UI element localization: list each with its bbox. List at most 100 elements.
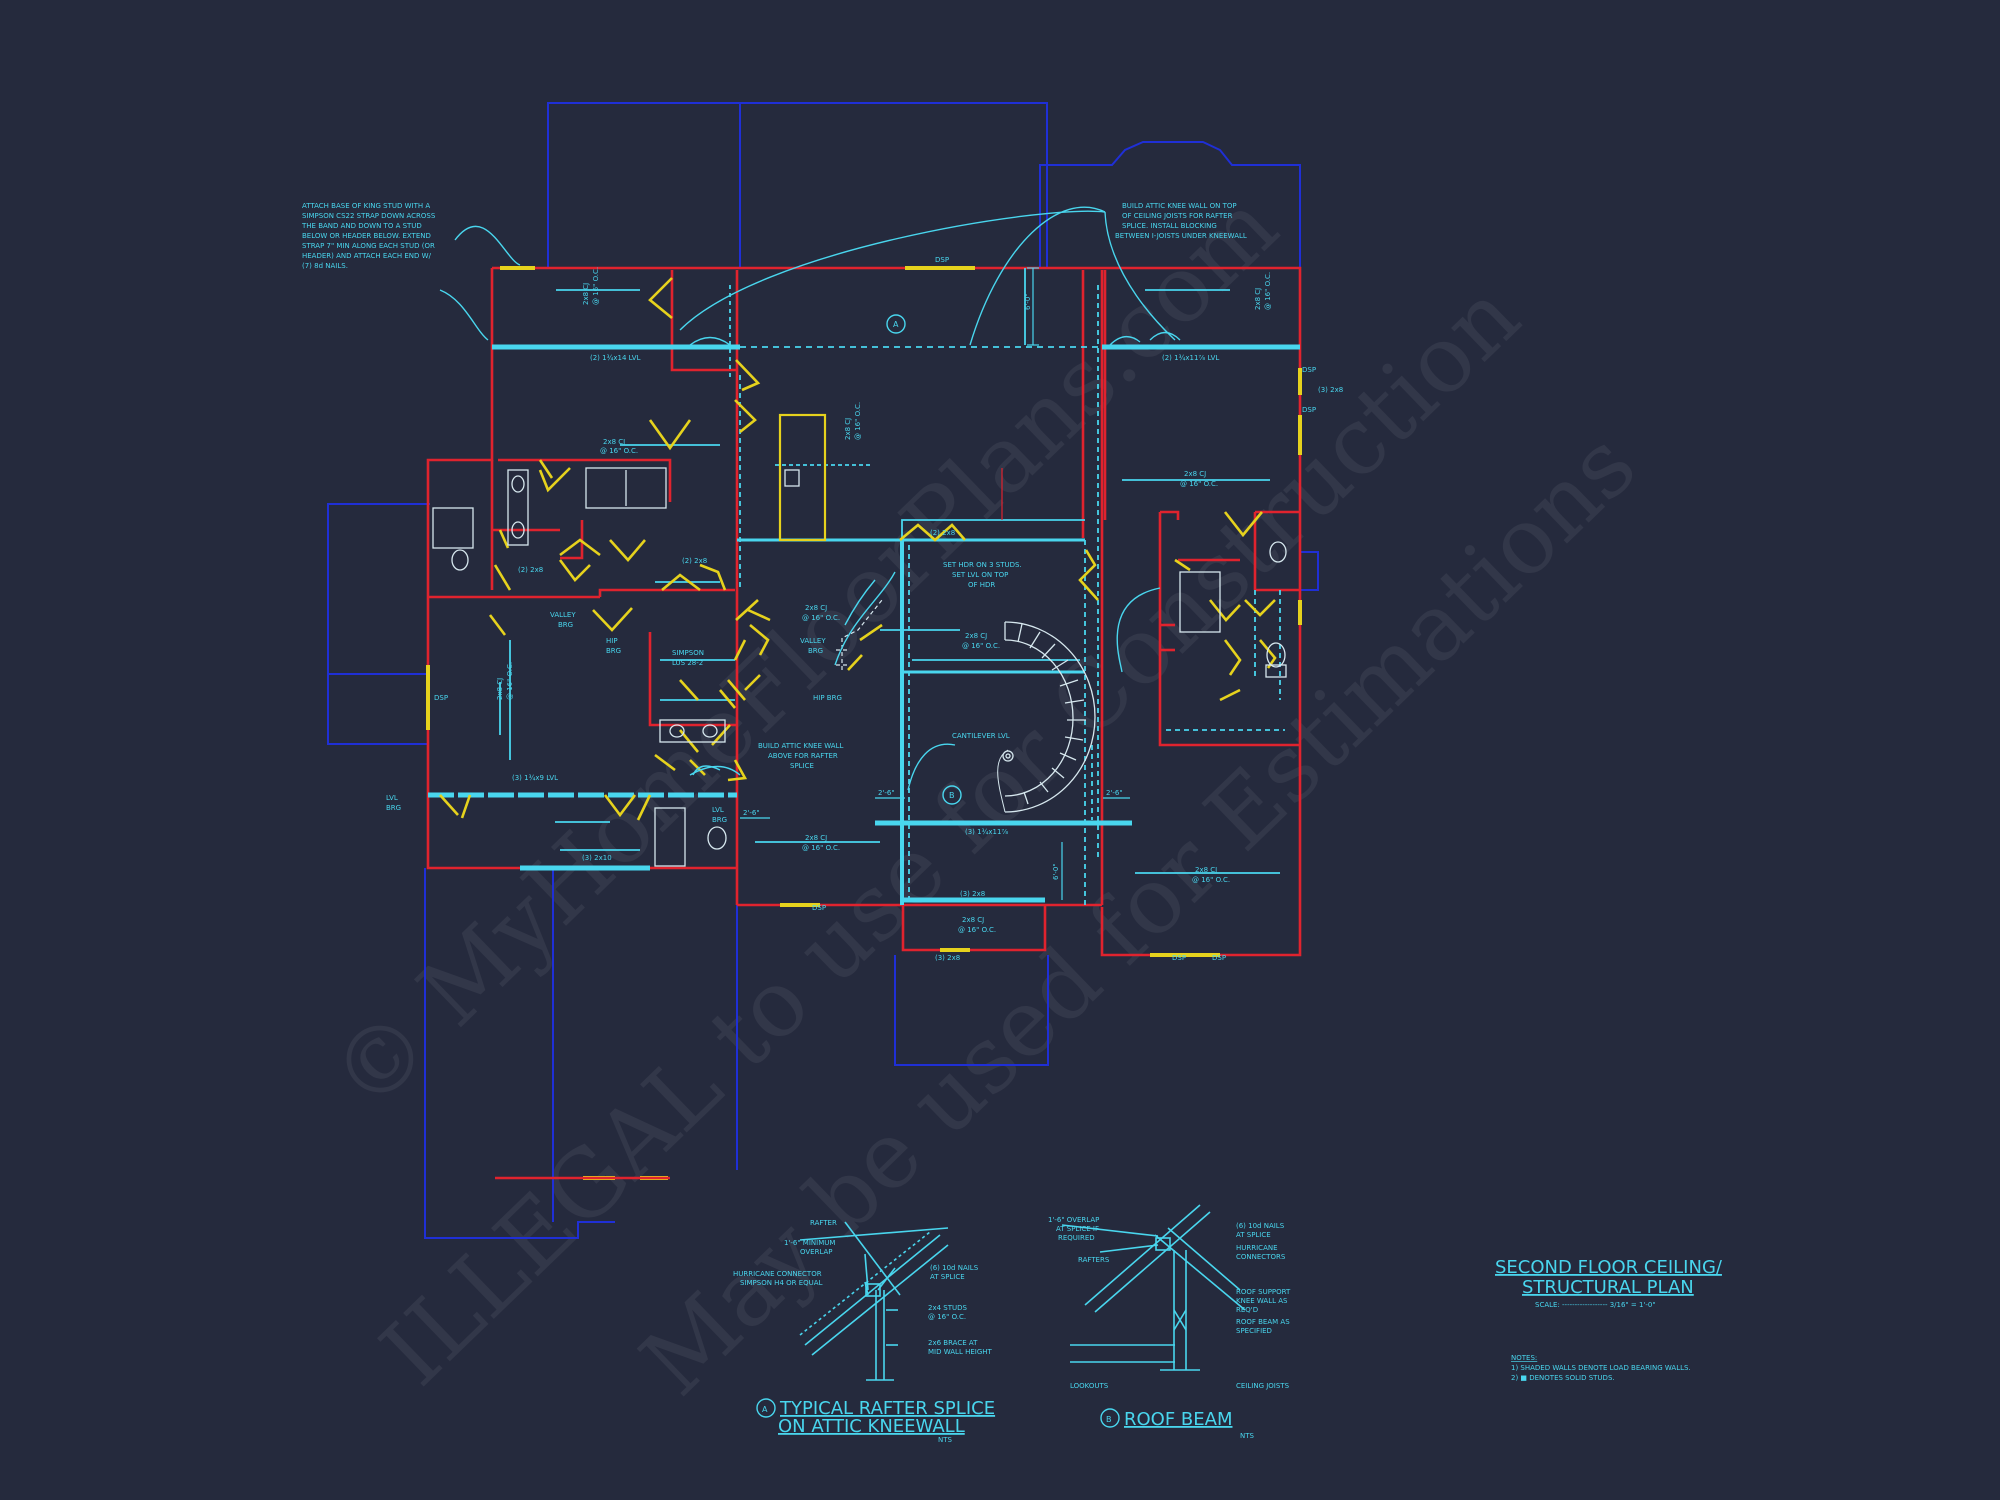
- title-line-2: STRUCTURAL PLAN: [1522, 1277, 1694, 1298]
- dim-1: 2'-6": [878, 789, 895, 797]
- detail-a-title-2: ON ATTIC KNEEWALL: [778, 1416, 965, 1437]
- lvl-brg-1b: BRG: [386, 804, 401, 812]
- splice-overlap-1: 1'-6" MINIMUM: [784, 1239, 835, 1247]
- roof-beam-joists: CEILING JOISTS: [1236, 1382, 1290, 1390]
- roof-beam-beam-1: ROOF BEAM AS: [1236, 1318, 1290, 1326]
- note-knee-wall-4: BETWEEN I-JOISTS UNDER KNEEWALL: [1115, 232, 1247, 240]
- detail-a-scale: NTS: [938, 1436, 953, 1444]
- cj-nw-vertical-oc: @ 16" O.C.: [592, 267, 600, 305]
- cj-east: 2x8 CJ: [1184, 470, 1206, 478]
- vanity: [507, 469, 529, 546]
- dsp-right-1: DSP: [1302, 366, 1316, 374]
- valley-brg-1b: BRG: [558, 621, 573, 629]
- dsp-right-2: DSP: [1302, 406, 1316, 414]
- splice-overlap-2: OVERLAP: [800, 1248, 833, 1256]
- roof-beam-beam-2: SPECIFIED: [1236, 1327, 1272, 1335]
- splice-nails-1: (6) 10d NAILS: [930, 1264, 979, 1272]
- roof-beam-overlap-2: AT SPLICE IF: [1056, 1225, 1099, 1233]
- beam-label-top-right: (2) 1¾x11⅞ LVL: [1162, 354, 1219, 362]
- detail-a-marker: A: [762, 1405, 768, 1414]
- dim-5: 6'-0": [1052, 863, 1060, 880]
- cj-ne-vertical-oc: @ 16" O.C.: [1264, 272, 1272, 310]
- cj-kitchen-vertical-oc: @ 16" O.C.: [854, 402, 862, 440]
- beam-label-mid-right: (3) 1¾x11⅞: [965, 828, 1008, 836]
- notes-item-1: 1) SHADED WALLS DENOTE LOAD BEARING WALL…: [1511, 1364, 1691, 1372]
- note-knee-above-2: ABOVE FOR RAFTER: [768, 752, 838, 760]
- detail-b-title: ROOF BEAM: [1124, 1409, 1232, 1430]
- note-king-stud-6: HEADER) AND ATTACH EACH END W/: [302, 252, 432, 260]
- cj-east-oc: @ 16" O.C.: [1180, 480, 1218, 488]
- roof-outline: [327, 102, 1319, 1239]
- section-markers: [886, 314, 962, 805]
- splice-hurricane-2: SIMPSON H4 OR EQUAL: [740, 1279, 823, 1287]
- cj-west-vertical-oc: @ 16" O.C.: [506, 662, 514, 700]
- splice-hurricane-1: HURRICANE CONNECTOR: [733, 1270, 822, 1278]
- roof-beam-hurricane-1: HURRICANE: [1236, 1244, 1278, 1252]
- note-knee-wall-2: OF CEILING JOISTS FOR RAFTER: [1122, 212, 1233, 220]
- hip-brg-1b: BRG: [606, 647, 621, 655]
- note-knee-wall-1: BUILD ATTIC KNEE WALL ON TOP: [1122, 202, 1237, 210]
- notes-item-2: 2) ■ DENOTES SOLID STUDS.: [1511, 1374, 1615, 1382]
- cj-se-oc: @ 16" O.C.: [1192, 876, 1230, 884]
- roof-beam-nails-2: AT SPLICE: [1236, 1231, 1271, 1239]
- note-king-stud-4: BELOW OR HEADER BELOW. EXTEND: [302, 232, 431, 240]
- dimension-lines: [740, 267, 1130, 900]
- valley-brg-1a: VALLEY: [550, 611, 576, 619]
- roof-beam-hurricane-2: CONNECTORS: [1236, 1253, 1286, 1261]
- cj-bay-oc: @ 16" O.C.: [958, 926, 996, 934]
- roof-beam-nails-1: (6) 10d NAILS: [1236, 1222, 1285, 1230]
- dsp-top: DSP: [935, 256, 949, 264]
- splice-studs-1: 2x4 STUDS: [928, 1304, 968, 1312]
- splice-studs-2: @ 16" O.C.: [928, 1313, 966, 1321]
- detail-b-scale: NTS: [1240, 1432, 1255, 1440]
- hip-brg-1a: HIP: [606, 637, 618, 645]
- lvl-brg-2a: LVL: [712, 806, 724, 814]
- note-knee-above-1: BUILD ATTIC KNEE WALL: [758, 742, 843, 750]
- dim-4: 6'-0": [1024, 293, 1032, 310]
- spiral-stair: [997, 621, 1096, 813]
- dim-3: 2'-6": [743, 809, 760, 817]
- title-line-1: SECOND FLOOR CEILING/: [1495, 1257, 1723, 1278]
- closet-shelves: [585, 467, 667, 509]
- cj-stair-oc: @ 16" O.C.: [962, 642, 1000, 650]
- splice-rafter: RAFTER: [810, 1219, 837, 1227]
- dim-2: 2'-6": [1106, 789, 1123, 797]
- note-knee-above-3: SPLICE: [790, 762, 814, 770]
- section-a-bubble: [886, 314, 906, 334]
- cj-se: 2x8 CJ: [1195, 866, 1217, 874]
- simpson-2: LUS 28-2: [672, 659, 703, 667]
- cj-bay: 2x8 CJ: [962, 916, 984, 924]
- tub-east: [1179, 571, 1221, 633]
- lvl-brg-1a: LVL: [386, 794, 398, 802]
- title-scale: SCALE: ------------------ 3/16" = 1'-0": [1535, 1301, 1656, 1309]
- roof-beam-support-1: ROOF SUPPORT: [1236, 1288, 1291, 1296]
- three-2x8-1: (3) 2x8: [1318, 386, 1343, 394]
- note-king-stud-1: ATTACH BASE OF KING STUD WITH A: [302, 202, 430, 210]
- note-king-stud-2: SIMPSON CS22 STRAP DOWN ACROSS: [302, 212, 436, 220]
- valley-brg-2a: VALLEY: [800, 637, 826, 645]
- roof-beam-rafters: RAFTERS: [1078, 1256, 1110, 1264]
- title-block: SECOND FLOOR CEILING/ STRUCTURAL PLAN SC…: [1495, 1257, 1723, 1382]
- two-2x8-1: (2) 2x8: [518, 566, 543, 574]
- three-2x10: (3) 2x10: [582, 854, 612, 862]
- cj-south-oc: @ 16" O.C.: [802, 844, 840, 852]
- leaders: [439, 206, 1181, 791]
- cj-hall: 2x8 CJ: [805, 604, 827, 612]
- roof-beam-lookouts: LOOKOUTS: [1070, 1382, 1109, 1390]
- detail-a-bubble: [756, 1398, 776, 1418]
- cj-nw: 2x8 CJ: [603, 438, 625, 446]
- cj-kitchen-vertical: 2x8 CJ: [844, 418, 852, 440]
- note-knee-wall-3: SPLICE. INSTALL BLOCKING: [1122, 222, 1217, 230]
- splice-brace-2: MID WALL HEIGHT: [928, 1348, 993, 1356]
- splice-brace-1: 2x6 BRACE AT: [928, 1339, 978, 1347]
- section-b-bubble: [942, 785, 962, 805]
- simpson-1: SIMPSON: [672, 649, 704, 657]
- detail-rafter-splice: RAFTER 1'-6" MINIMUM OVERLAP HURRICANE C…: [733, 1219, 995, 1444]
- two-2x8-upper: (2) 2x8: [930, 529, 955, 537]
- cj-west-vertical: 2x8 CJ: [496, 678, 504, 700]
- three-2x8-3: (3) 2x8: [935, 954, 960, 962]
- roof-beam-overlap-3: REQUIRED: [1058, 1234, 1095, 1242]
- note-king-stud-3: THE BAND AND DOWN TO A STUD: [301, 222, 422, 230]
- note-king-stud-5: STRAP 7" MIN ALONG EACH STUD (OR: [302, 242, 435, 250]
